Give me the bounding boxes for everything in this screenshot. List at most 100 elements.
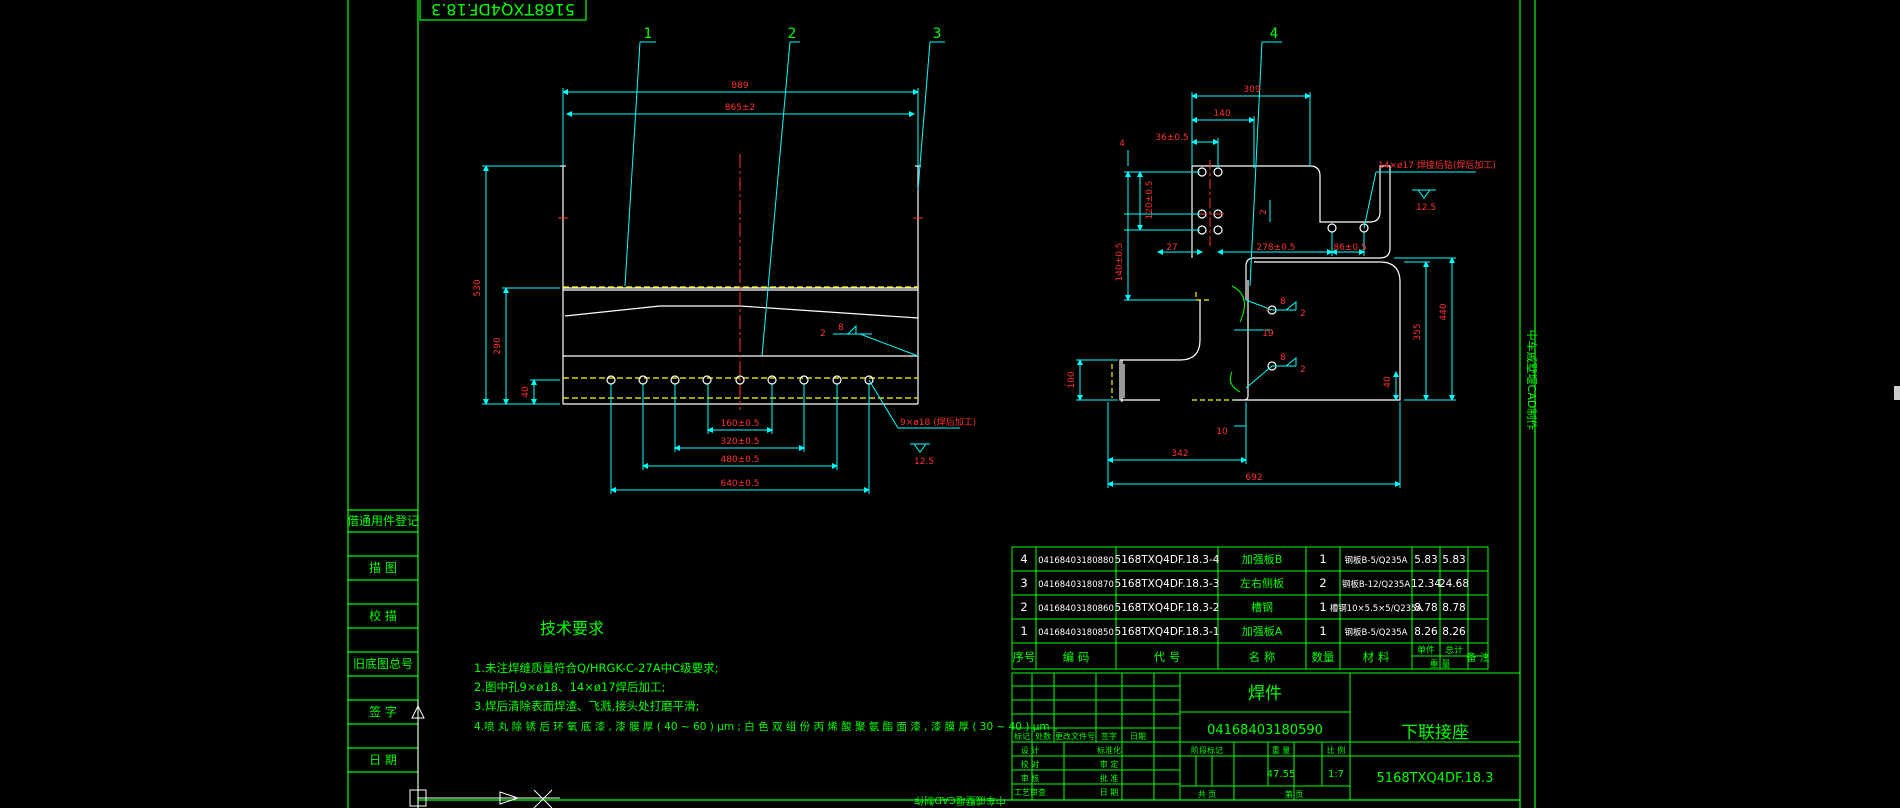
rev-col-label: 签字 <box>1101 731 1117 741</box>
balloon-1: 1 <box>644 26 653 42</box>
bom-cell: 5168TXQ4DF.18.3-3 <box>1115 578 1220 590</box>
bom-cell: 4 <box>1020 552 1027 566</box>
side-weld-leg-2: 8 <box>1280 353 1286 363</box>
side-view: 309 140 36±0.5 4 120±0.5 2 140±0.5 27 27… <box>1067 26 1496 488</box>
role-label: 审 核 <box>1021 773 1040 783</box>
side-dim-140b: 140±0.5 <box>1115 242 1125 281</box>
bom-header-cell: 数量 <box>1312 650 1335 664</box>
title-block: 标记 处数 更改文件号 签字 日期 设 计 标准化 校 对 审 定 审 核 批 … <box>1011 672 1521 801</box>
bom-cell: 3 <box>1020 576 1027 590</box>
bom-cell: 8.26 <box>1442 626 1466 638</box>
side-dim-342: 342 <box>1171 449 1188 459</box>
side-dim-100: 100 <box>1067 371 1077 388</box>
right-strip-text: 中车戚墅堰CAD制作 <box>1525 330 1539 431</box>
part-code: 04168403180590 <box>1207 723 1323 738</box>
bom-cell: 12.34 <box>1411 578 1441 590</box>
bom-cell: 槽钢10×5.5×5/Q235A <box>1330 603 1423 614</box>
bom-cell: 2 <box>1020 600 1027 614</box>
side-weld-leg: 8 <box>1280 297 1286 307</box>
dim-160: 160±0.5 <box>720 419 759 429</box>
rev-col-label: 处数 <box>1035 731 1051 741</box>
part-name: 下联接座 <box>1401 723 1469 743</box>
bom-cell: 04168403180850 <box>1038 628 1114 638</box>
bom-cell: 槽钢 <box>1251 601 1273 614</box>
side-dim-692: 692 <box>1245 473 1262 483</box>
bottom-strip-text: 中车戚墅堰CAD制作 <box>914 794 1006 807</box>
side-weld-n-2: 2 <box>1300 365 1306 375</box>
bom-cell: 1 <box>1020 624 1027 638</box>
dim-480: 480±0.5 <box>720 455 759 465</box>
bom-cell: 1 <box>1319 552 1326 566</box>
bom-cell: 加强板B <box>1242 552 1283 566</box>
side-dim-440: 440 <box>1439 303 1449 320</box>
dim-640: 640±0.5 <box>720 479 759 489</box>
bom-header-cell: 编 码 <box>1063 650 1090 664</box>
bom-cell: 钢板B-5/Q235A <box>1345 627 1408 638</box>
part-type: 焊件 <box>1248 684 1282 704</box>
bom-header-cell: 材 料 <box>1363 650 1390 664</box>
left-strip-label: 旧底图总号 <box>353 656 413 671</box>
technical-requirements: 技术要求 1.未注焊缝质量符合Q/HRGK-C-27A中C级要求; 2.图中孔9… <box>474 619 1064 733</box>
balloon-4: 4 <box>1270 26 1279 42</box>
role-label: 校 对 <box>1021 759 1040 769</box>
total-pages: 共 页 <box>1198 790 1217 799</box>
stage-header: 阶段标记 <box>1191 745 1223 755</box>
role-label: 标准化 <box>1097 745 1121 755</box>
dim-40: 40 <box>521 386 531 398</box>
role-label: 审 定 <box>1100 759 1119 769</box>
bom-cell: 04168403180870 <box>1038 580 1114 590</box>
side-dim-140: 140 <box>1213 109 1230 119</box>
bom-cell: 加强板A <box>1242 624 1283 638</box>
bom-header-cell: 总计 <box>1445 644 1463 656</box>
role-label: 工艺审查 <box>1014 787 1046 797</box>
role-label: 批 准 <box>1100 773 1119 783</box>
front-view: 889 865±2 530 290 40 160±0.5 320±0.5 480… <box>473 26 976 494</box>
left-strip-label: 借通用件登记 <box>347 513 419 528</box>
side-dim-120: 120±0.5 <box>1145 180 1155 219</box>
left-strip-label: 描 图 <box>369 561 397 575</box>
drawing-number: 5168TXQ4DF.18.3 <box>1377 771 1494 786</box>
rev-col-label: 标记 <box>1014 731 1030 741</box>
left-strip-labels: 借通用件登记 描 图 校 描 旧底图总号 签 字 日 期 <box>347 513 419 767</box>
scale-header: 比 例 <box>1327 745 1346 755</box>
bom-cell: 钢板B-12/Q235A <box>1342 579 1410 590</box>
page-number: 第 页 <box>1285 789 1304 799</box>
side-rough-note: 12.5 <box>1416 203 1436 213</box>
dim-889: 889 <box>731 81 748 91</box>
tech-heading: 技术要求 <box>540 619 604 638</box>
tech-line: 2.图中孔9×ø18、14×ø17焊后加工; <box>474 680 665 694</box>
bom-cell: 8.78 <box>1414 602 1437 614</box>
bom-cell: 8.26 <box>1414 626 1438 638</box>
tech-line: 3.焊后清除表面焊渣、飞溅,接头处打磨平滑; <box>474 699 700 713</box>
role-label: 设 计 <box>1021 745 1040 755</box>
frame-symbols <box>409 700 560 808</box>
bom-cell: 钢板B-5/Q235A <box>1345 555 1408 566</box>
front-weld-n: 2 <box>820 329 826 339</box>
left-strip-label: 签 字 <box>369 704 397 719</box>
left-strip-label: 校 描 <box>369 608 397 623</box>
side-dim-278: 278±0.5 <box>1256 243 1295 253</box>
rev-col-label: 更改文件号 <box>1055 731 1095 741</box>
bom-cell: 5168TXQ4DF.18.3-4 <box>1115 554 1220 566</box>
side-dim-86: 86±0.5 <box>1333 243 1366 253</box>
bom-cell: 1 <box>1319 624 1326 638</box>
part-scale: 1:7 <box>1328 769 1344 780</box>
side-dim-40b: 40 <box>1383 376 1393 388</box>
bom-header-cell: 代 号 <box>1154 650 1181 664</box>
scrollbar-nub[interactable] <box>1894 386 1900 400</box>
bom-cell: 5168TXQ4DF.18.3-2 <box>1115 602 1220 614</box>
bom-cell: 5.83 <box>1442 554 1465 566</box>
balloon-2: 2 <box>788 26 797 42</box>
side-dim-36: 36±0.5 <box>1155 133 1188 143</box>
bom-cell: 04168403180880 <box>1038 556 1114 566</box>
bom-cell: 8.78 <box>1442 602 1465 614</box>
bom-cell: 5168TXQ4DF.18.3-1 <box>1115 626 1220 638</box>
bom-cell: 5.83 <box>1414 554 1437 566</box>
side-dim-4: 4 <box>1119 139 1125 149</box>
role-label: 日 期 <box>1100 788 1119 797</box>
balloon-3: 3 <box>933 26 942 42</box>
dim-290: 290 <box>493 337 503 354</box>
drawing-frame <box>347 0 1536 808</box>
dim-865: 865±2 <box>725 103 755 113</box>
